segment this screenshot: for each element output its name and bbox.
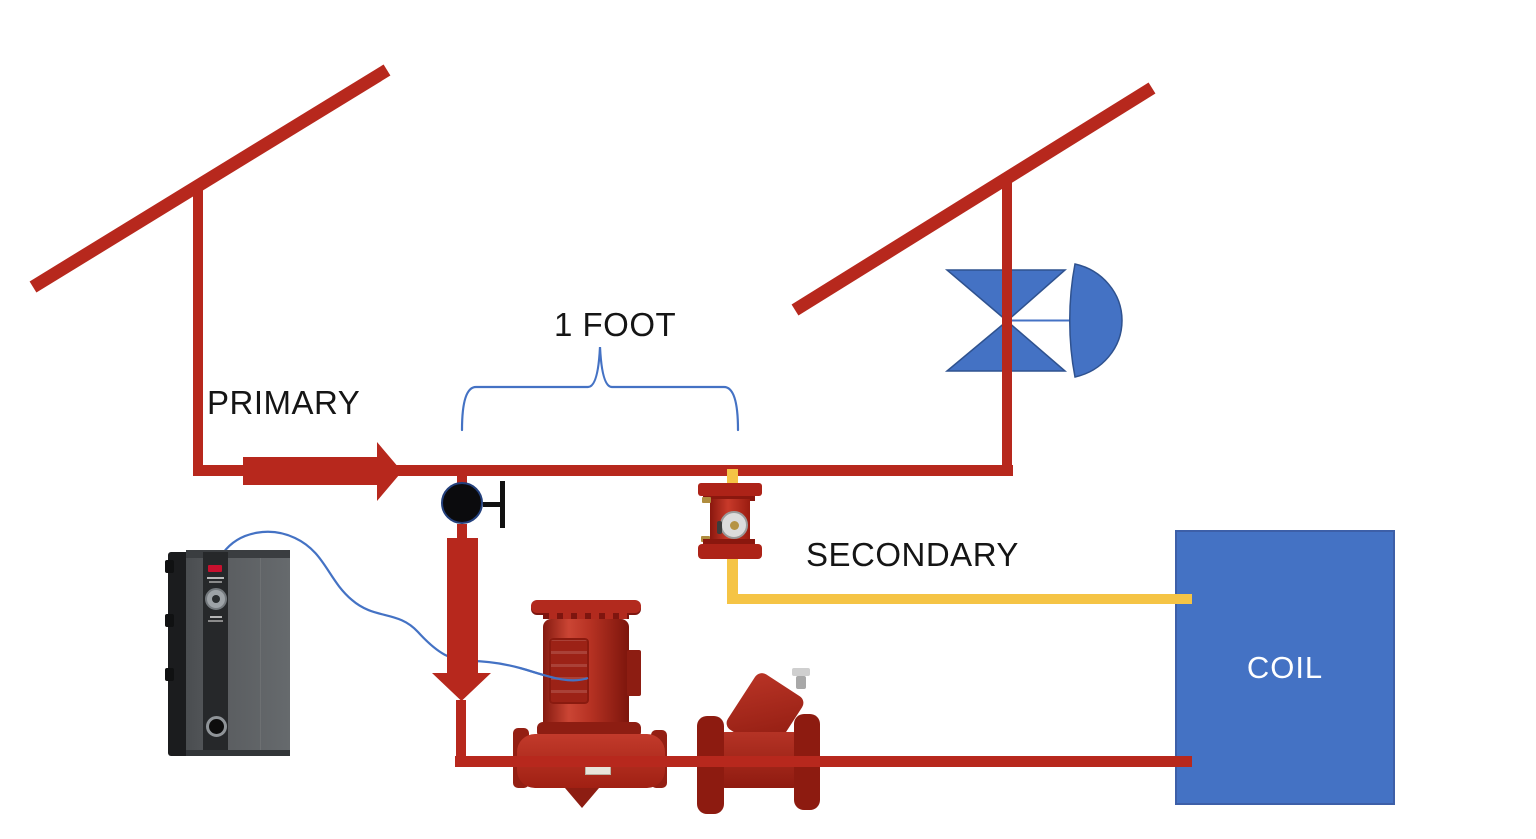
vfd-label-line bbox=[207, 577, 224, 579]
butterfly-valve-actuator-icon bbox=[1069, 263, 1123, 378]
ball-valve-stem bbox=[483, 502, 502, 507]
pump-fan-cover bbox=[531, 600, 641, 613]
sensor-top-flange bbox=[698, 483, 762, 496]
one-foot-label: 1 FOOT bbox=[554, 306, 677, 343]
primary-right-riser bbox=[1002, 178, 1012, 471]
sensor-stub bbox=[727, 469, 738, 485]
ball-valve-handle bbox=[500, 481, 505, 528]
ball-valve-outlet bbox=[457, 524, 467, 540]
vfd-knob-center bbox=[212, 595, 220, 603]
coil-box: COIL bbox=[1175, 530, 1395, 805]
vfd-base bbox=[186, 750, 290, 756]
valve-stem-nut bbox=[792, 668, 810, 676]
primary-main-right-diagonal bbox=[791, 82, 1156, 316]
pump-volute-cone bbox=[565, 788, 599, 808]
primary-left-riser bbox=[193, 187, 203, 471]
vfd-label-line bbox=[208, 620, 223, 622]
sensor-bottom-lip bbox=[703, 539, 755, 544]
sensor-dial bbox=[720, 511, 748, 539]
one-foot-brace bbox=[460, 346, 740, 432]
secondary-label: SECONDARY bbox=[806, 536, 1019, 573]
inline-pump bbox=[513, 596, 667, 812]
suction-flow-arrow-icon bbox=[432, 538, 491, 701]
vfd-panel-seam bbox=[260, 558, 261, 750]
primary-main-left-diagonal bbox=[29, 64, 391, 293]
vfd-hinge-tab bbox=[165, 614, 174, 627]
vfd-display-knob bbox=[205, 588, 227, 610]
ball-valve-tee bbox=[457, 476, 467, 486]
sensor-port bbox=[702, 497, 711, 503]
vfd-enclosure bbox=[186, 550, 290, 756]
sensor-dial-center bbox=[730, 521, 739, 530]
primary-main-pipe bbox=[193, 465, 1013, 476]
vfd-top-edge bbox=[186, 550, 290, 558]
vfd-label-line bbox=[209, 581, 222, 583]
secondary-supply-drop bbox=[727, 557, 738, 599]
vfd-power-switch bbox=[206, 716, 227, 737]
pump-suction-drop bbox=[456, 700, 466, 757]
sensor-top-lip bbox=[703, 496, 755, 501]
vfd-drive bbox=[165, 550, 290, 758]
valve-stem bbox=[796, 676, 806, 689]
vfd-brand-logo bbox=[208, 565, 222, 572]
vfd-hinge-tab bbox=[165, 668, 174, 681]
primary-label: PRIMARY bbox=[207, 384, 361, 421]
sensor-lever bbox=[717, 521, 722, 534]
secondary-return-pipe bbox=[455, 756, 1192, 767]
flow-sensor-fitting bbox=[697, 466, 765, 562]
secondary-supply-pipe bbox=[727, 594, 1192, 604]
triple-duty-valve bbox=[695, 668, 823, 816]
ball-valve-icon bbox=[441, 482, 483, 524]
vfd-label-line bbox=[210, 616, 222, 618]
vfd-hinge-tab bbox=[165, 560, 174, 573]
coil-label: COIL bbox=[1246, 649, 1324, 685]
pump-junction-box bbox=[549, 638, 589, 704]
sensor-bottom-flange bbox=[698, 544, 762, 559]
pump-lifting-bracket bbox=[627, 650, 641, 696]
